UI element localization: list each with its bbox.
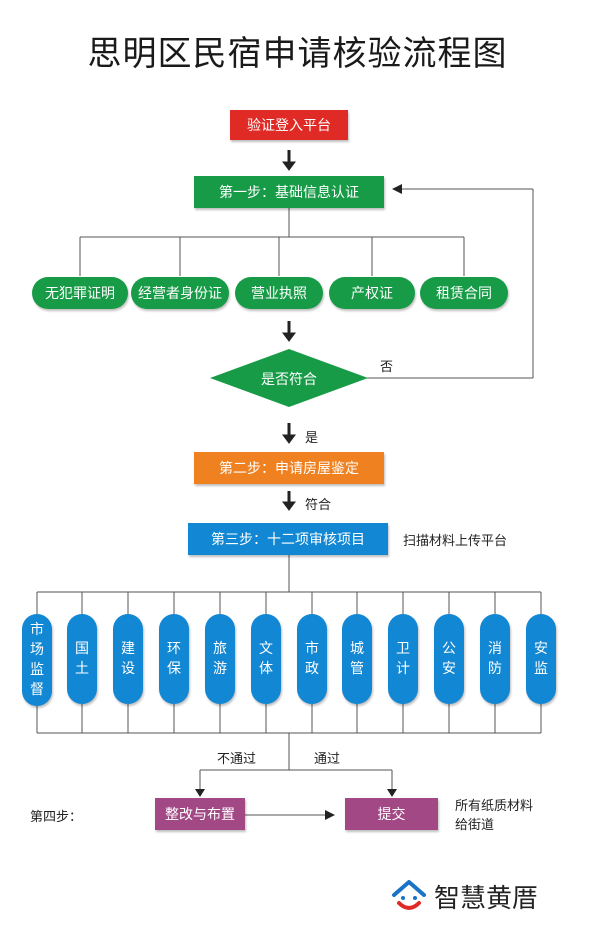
doc-criminal-record: 无犯罪证明 [32, 277, 128, 309]
page-title: 思明区民宿申请核验流程图 [87, 34, 508, 74]
doc-business-license: 营业执照 [235, 277, 323, 309]
dept-construction: 建设 [113, 614, 143, 704]
step3-note: 扫描材料上传平台 [403, 534, 508, 549]
rectify-box: 整改与布置 [155, 798, 245, 830]
step1-box: 第一步：基础信息认证 [194, 176, 384, 208]
step3-box: 第三步：十二项审核项目 [188, 523, 388, 555]
dept-public-security: 公安 [434, 614, 464, 704]
dept-fire: 消防 [480, 614, 510, 704]
down-arrows [282, 150, 296, 511]
doc-lease-contract: 租赁合同 [420, 277, 508, 309]
dept-tourism: 旅游 [205, 614, 235, 704]
logo-text: 智慧黄厝 [434, 884, 539, 914]
pass-label: 通过 [314, 752, 341, 767]
no-label: 否 [380, 360, 394, 375]
conform-label: 符合 [305, 498, 332, 513]
doc-property-cert: 产权证 [329, 277, 415, 309]
logo: 智慧黄厝 [390, 875, 570, 915]
yes-label: 是 [305, 431, 319, 446]
dept-health: 卫计 [388, 614, 418, 704]
decision-label: 是否符合 [261, 372, 317, 388]
house-smile-icon [392, 880, 426, 910]
submit-box: 提交 [345, 798, 438, 830]
dept-culture-sports: 文体 [251, 614, 281, 704]
dept-safety: 安监 [526, 614, 556, 704]
step2-box: 第二步：申请房屋鉴定 [194, 452, 384, 484]
submit-note: 所有纸质材料 给街道 [455, 799, 534, 833]
fail-label: 不通过 [217, 752, 257, 767]
doc-id-card: 经营者身份证 [131, 277, 229, 309]
login-box: 验证登入平台 [230, 110, 348, 140]
step4-label: 第四步： [30, 810, 83, 825]
dept-market-supervision: 市场监督 [22, 614, 52, 706]
dept-urban-management: 城管 [342, 614, 372, 704]
dept-municipal: 市政 [297, 614, 327, 704]
dept-environment: 环保 [159, 614, 189, 704]
dept-land: 国土 [67, 614, 97, 704]
